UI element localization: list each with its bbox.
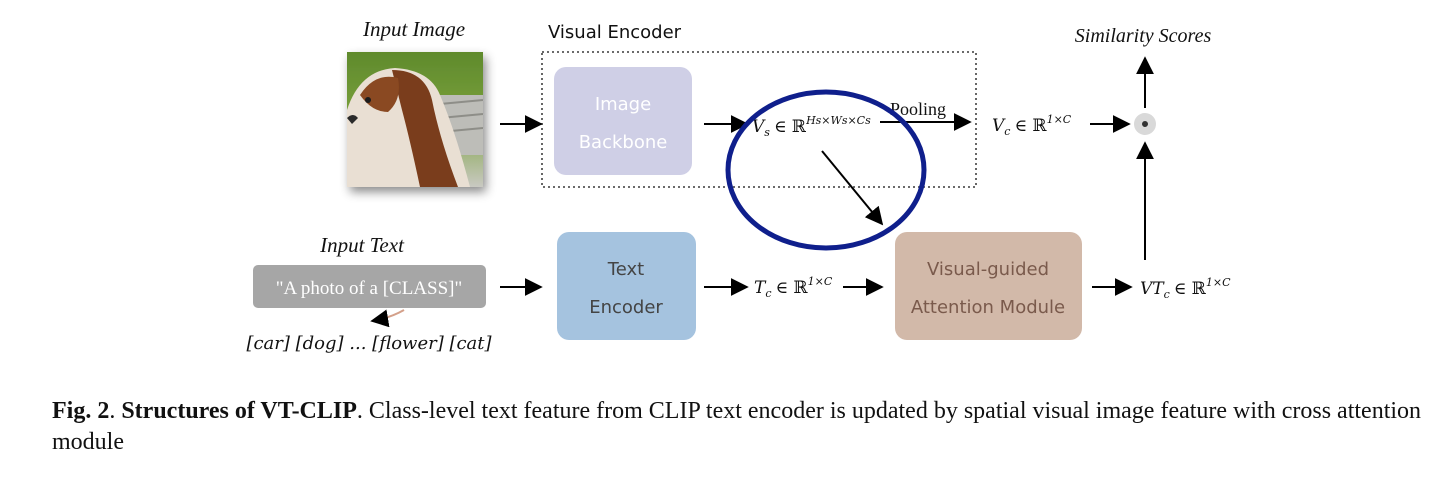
attention-module-block <box>895 232 1082 340</box>
caption-title: Structures of VT-CLIP <box>121 398 357 424</box>
pooling-label: Pooling <box>890 99 946 119</box>
vtc-math: VTc∈ ℝ1×C <box>1140 276 1231 301</box>
class-list: [car] [dog] ... [flower] [cat] <box>246 333 492 354</box>
input-text-title: Input Text <box>319 233 405 257</box>
text-encoder-label-line1: Text <box>607 259 644 280</box>
prompt-box <box>253 265 486 308</box>
similarity-scores-title: Similarity Scores <box>1075 25 1212 47</box>
vc-math: Vc∈ ℝ1×C <box>992 113 1072 138</box>
highlight-ellipse <box>725 89 927 251</box>
vs-math: Vs∈ ℝHs×Ws×Cs <box>752 114 871 139</box>
attention-label-line2: Attention Module <box>911 297 1065 318</box>
image-backbone-label-line2: Backbone <box>579 132 668 153</box>
dog-photo <box>347 52 484 187</box>
arrow-class-fill <box>370 309 405 328</box>
caption-body: . Class-level text feature from CLIP tex… <box>52 398 1422 455</box>
prompt-text: "A photo of a [CLASS]" <box>276 278 463 299</box>
image-backbone-label-line1: Image <box>595 94 651 115</box>
tc-math: Tc∈ ℝ1×C <box>754 275 833 300</box>
arrow-vs-to-attention <box>821 150 884 226</box>
visual-encoder-title: Visual Encoder <box>548 22 682 43</box>
architecture-diagram: Input Image Visual Encoder Image Backbon… <box>246 17 1231 354</box>
image-backbone-block <box>554 67 692 175</box>
caption-fig-label: Fig. 2 <box>52 398 110 424</box>
dot-product-icon <box>1142 121 1148 127</box>
input-image-title: Input Image <box>362 17 465 41</box>
text-encoder-block <box>557 232 696 340</box>
text-encoder-label-line2: Encoder <box>589 297 663 318</box>
attention-label-line1: Visual-guided <box>927 259 1049 280</box>
figure-caption: Fig. 2. Structures of VT-CLIP. Class-lev… <box>52 398 1422 455</box>
